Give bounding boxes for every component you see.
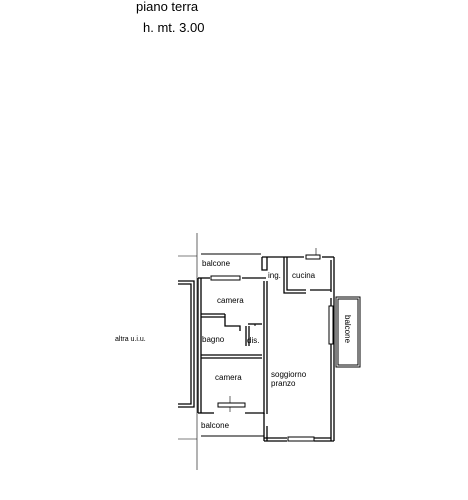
room-label-balcone-right: balcone — [343, 315, 352, 344]
room-label-bagno: bagno — [202, 335, 225, 344]
room-label-disimpegno: dis. — [247, 336, 259, 345]
room-label-camera-bottom: camera — [215, 373, 242, 382]
room-label-balcone-bottom: balcone — [201, 421, 230, 430]
room-label-pranzo: pranzo — [271, 379, 296, 388]
balcony-railings — [201, 253, 361, 437]
room-label-cucina: cucina — [292, 271, 316, 280]
interior-walls — [201, 257, 331, 414]
room-label-soggiorno: soggiorno — [271, 370, 307, 379]
room-label-balcone-top: balcone — [202, 259, 231, 268]
axis-lines — [178, 233, 317, 470]
windows — [210, 254, 334, 442]
height-label: h. mt. 3.00 — [143, 20, 205, 35]
room-label-ingresso: ing. — [268, 271, 281, 280]
floor-label: piano terra — [136, 0, 199, 14]
room-label-camera-top: camera — [217, 296, 244, 305]
exterior-walls — [197, 256, 335, 442]
room-label-other-unit: altra u.i.u. — [115, 336, 146, 343]
neighbour-wall — [178, 280, 195, 408]
